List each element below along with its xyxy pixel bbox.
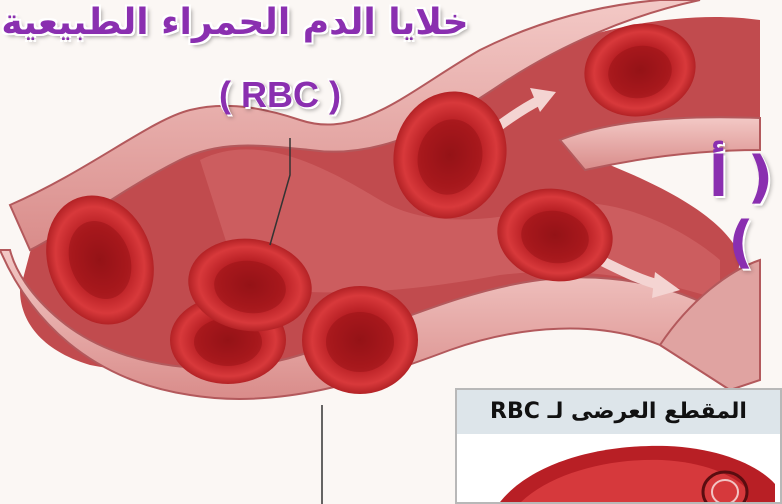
panel-marker: ( أ ) <box>700 145 782 275</box>
page-title: خلايا الدم الحمراء الطبيعية <box>0 2 470 43</box>
rbc-cross-section-image <box>457 434 782 504</box>
rbc-abbreviation: ( RBC ) <box>170 74 390 116</box>
cross-section-panel: المقطع العرضى لـ RBC <box>455 388 782 504</box>
red-blood-cell <box>302 286 418 394</box>
cross-section-label: المقطع العرضى لـ RBC <box>457 390 780 434</box>
